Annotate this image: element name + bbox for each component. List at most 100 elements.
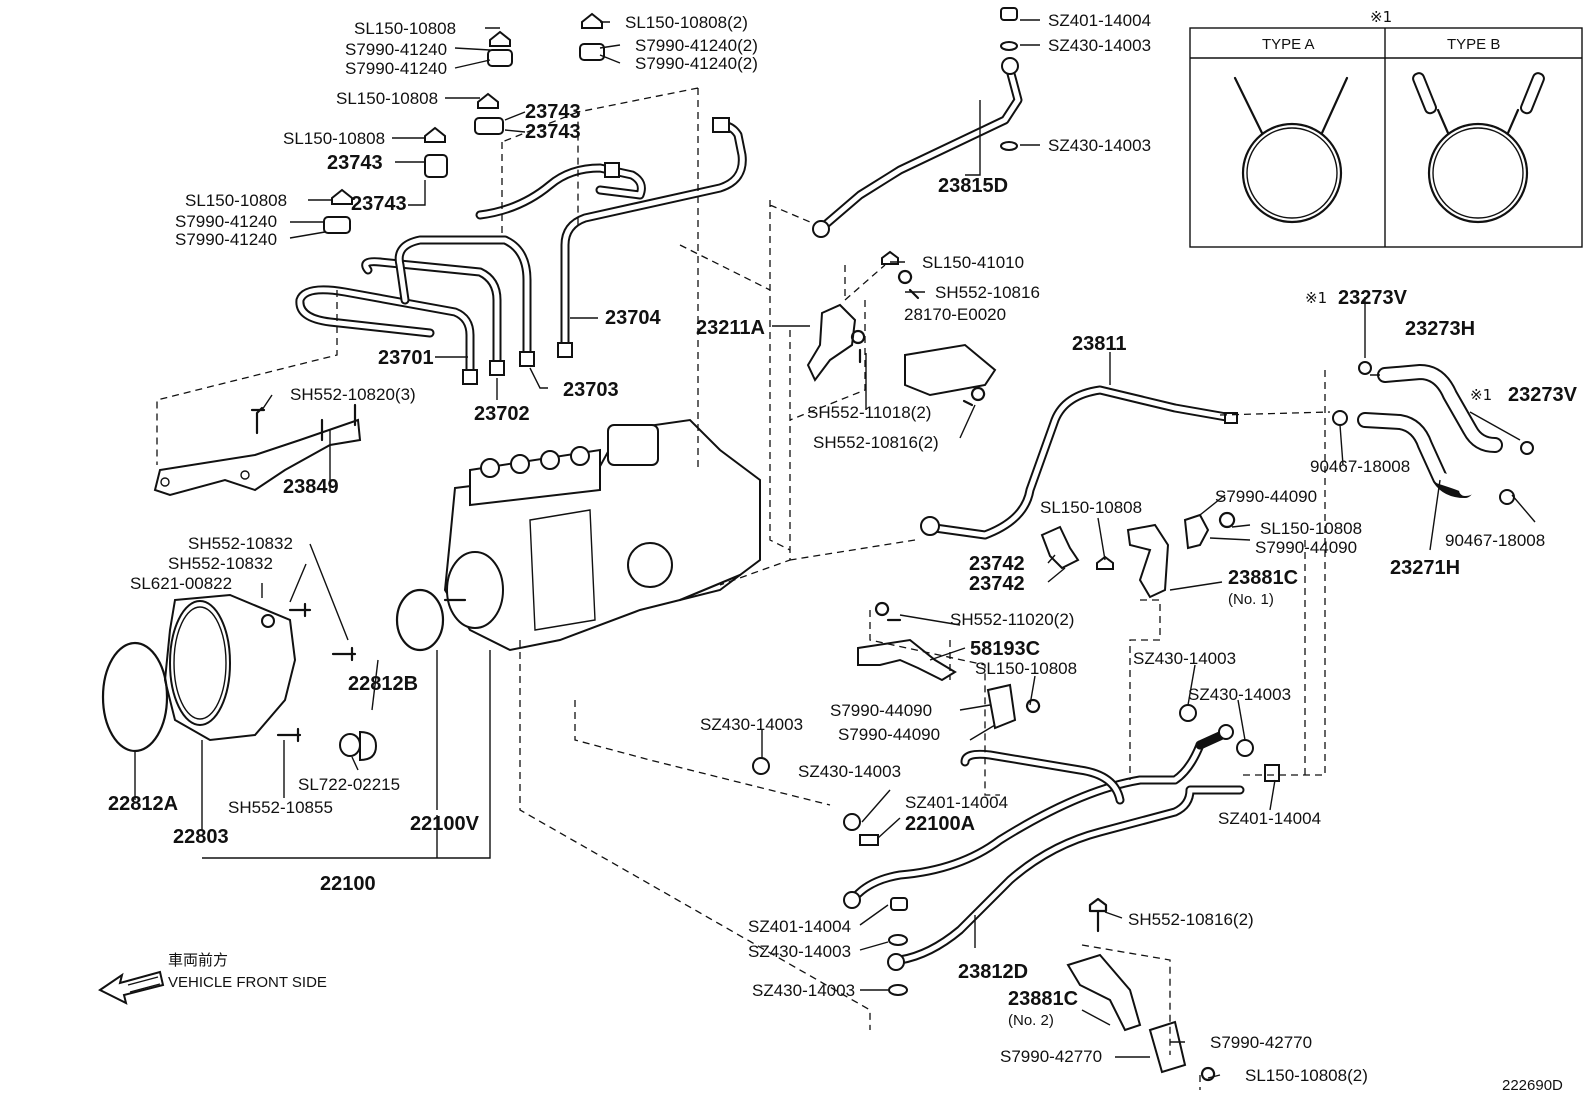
part-labels: SL150-10808 S7990-41240 S7990-41240 SL15… — [108, 11, 1578, 1094]
pipe-22100a — [843, 724, 1234, 909]
o-ring-22812a — [101, 641, 169, 753]
label-sh552-10820-3: SH552-10820(3) — [290, 385, 416, 404]
label-s7990-44090-a: S7990-44090 — [1215, 487, 1317, 506]
pipe-23812d — [887, 749, 1245, 971]
label-sl150-10808-mid: SL150-10808 — [1040, 498, 1142, 517]
label-no1: (No. 1) — [1228, 591, 1274, 608]
bracket-23881c-no2 — [1066, 897, 1216, 1082]
label-sz430-14003-r-a: SZ430-14003 — [1133, 649, 1236, 668]
label-sz401-14004-right: SZ401-14004 — [1218, 809, 1321, 828]
label-sl150-10808-lower: SL150-10808 — [975, 659, 1077, 678]
hose-23271h — [1357, 412, 1475, 498]
bracket-23881c-no1 — [1126, 511, 1236, 599]
hose-clamps-right — [1332, 361, 1534, 505]
label-sl150-10808-a: SL150-10808 — [354, 19, 456, 38]
label-23849: 23849 — [283, 476, 339, 498]
label-23703: 23703 — [563, 379, 619, 401]
label-23743-b: 23743 — [525, 121, 581, 143]
injection-pump-body — [443, 418, 761, 652]
bracket-23849 — [153, 403, 362, 497]
label-23743-c: 23743 — [327, 152, 383, 174]
front-side-english: VEHICLE FRONT SIDE — [168, 974, 327, 991]
label-sz401-14004-low: SZ401-14004 — [748, 917, 851, 936]
label-23743-a: 23743 — [525, 101, 581, 123]
label-22100a: 22100A — [905, 813, 975, 835]
label-sh552-10816-2-low: SH552-10816(2) — [1128, 910, 1254, 929]
type-b-label: TYPE B — [1447, 36, 1500, 53]
drive-housing-22803 — [163, 593, 297, 742]
small-bolts-left — [261, 602, 378, 762]
clip-type-inset: ※1 TYPE A TYPE B — [1189, 8, 1583, 248]
label-sl150-10808-right: SL150-10808 — [1260, 519, 1362, 538]
label-sl150-41010: SL150-41010 — [922, 253, 1024, 272]
label-23742-b: 23742 — [969, 573, 1025, 595]
label-s7990-44090-d: S7990-44090 — [838, 725, 940, 744]
label-sh552-10855: SH552-10855 — [228, 798, 333, 817]
label-23273v-b: 23273V — [1508, 384, 1578, 406]
label-sz430-14003-low-a: SZ430-14003 — [748, 942, 851, 961]
label-sh552-10832-a: SH552-10832 — [188, 534, 293, 553]
label-s7990-44090-b: S7990-44090 — [1255, 538, 1357, 557]
label-sl150-10808-c: SL150-10808 — [283, 129, 385, 148]
label-sl150-10808-d: SL150-10808 — [185, 191, 287, 210]
bracket-23211a — [806, 303, 857, 382]
label-90467-18008-b: 90467-18008 — [1445, 531, 1545, 550]
label-23742-a: 23742 — [969, 553, 1025, 575]
bracket-28170-e0020 — [904, 343, 997, 397]
clip-type-b-icon — [1412, 72, 1545, 224]
label-58193c: 58193C — [970, 638, 1040, 660]
label-s7990-44090-c: S7990-44090 — [830, 701, 932, 720]
label-23271h: 23271H — [1390, 557, 1460, 579]
label-sh552-10816: SH552-10816 — [935, 283, 1040, 302]
o-ring-22100v — [395, 588, 445, 652]
label-23211a: 23211A — [696, 317, 765, 339]
label-22812b: 22812B — [348, 673, 418, 695]
pipe-23811 — [920, 385, 1238, 540]
label-s7990-42770-a: S7990-42770 — [1210, 1033, 1312, 1052]
label-23273h: 23273H — [1405, 318, 1475, 340]
label-s7990-41240-a: S7990-41240 — [345, 40, 447, 59]
clip-type-a-icon — [1233, 76, 1349, 224]
pipe-clamps — [323, 12, 605, 234]
label-s7990-41240-b: S7990-41240 — [345, 59, 447, 78]
clamp-23742 — [1040, 525, 1114, 570]
label-s7990-41240-2-b: S7990-41240(2) — [635, 54, 758, 73]
label-sh552-10816-2: SH552-10816(2) — [813, 433, 939, 452]
hose-23273h — [1377, 364, 1503, 453]
label-23881c-no1: 23881C — [1228, 567, 1298, 589]
label-sz430-14003-top-a: SZ430-14003 — [1048, 36, 1151, 55]
label-s7990-41240-d: S7990-41240 — [175, 230, 277, 249]
front-side-arrow — [98, 970, 165, 1005]
label-sz401-14004-mid: SZ401-14004 — [905, 793, 1008, 812]
label-23704: 23704 — [605, 307, 661, 329]
label-mark-23273v-a: ※1 — [1305, 289, 1327, 307]
label-23701: 23701 — [378, 347, 434, 369]
label-s7990-42770-b: S7990-42770 — [1000, 1047, 1102, 1066]
inset-marker: ※1 — [1370, 8, 1392, 26]
label-s7990-41240-2-a: S7990-41240(2) — [635, 36, 758, 55]
label-22812a: 22812A — [108, 793, 178, 815]
label-22100v: 22100V — [410, 813, 480, 835]
leader-lines — [134, 19, 1536, 1079]
label-sz401-14004-top: SZ401-14004 — [1048, 11, 1151, 30]
label-sl150-10808-2-low: SL150-10808(2) — [1245, 1066, 1368, 1085]
label-sz430-14003-low-b: SZ430-14003 — [752, 981, 855, 1000]
label-sh552-11020-2: SH552-11020(2) — [950, 610, 1074, 629]
label-sz430-14003-top-b: SZ430-14003 — [1048, 136, 1151, 155]
label-sh552-10832-b: SH552-10832 — [168, 554, 273, 573]
front-side-japanese: 車両前方 — [168, 951, 228, 969]
label-sl150-10808-2: SL150-10808(2) — [625, 13, 748, 32]
label-sl150-10808-b: SL150-10808 — [336, 89, 438, 108]
label-no2: (No. 2) — [1008, 1012, 1054, 1029]
inset-frame — [1189, 27, 1583, 248]
label-22803: 22803 — [173, 826, 229, 848]
label-28170-e0020: 28170-E0020 — [904, 305, 1006, 324]
label-sh552-11018-2: SH552-11018(2) — [807, 403, 931, 422]
diagram-id: 222690D — [1502, 1077, 1563, 1094]
label-22100: 22100 — [320, 873, 376, 895]
label-23743-d: 23743 — [351, 193, 407, 215]
assembly-guides — [156, 87, 1331, 1090]
bracket-58193c — [857, 601, 1041, 730]
label-sz430-14003-r-b: SZ430-14003 — [1188, 685, 1291, 704]
